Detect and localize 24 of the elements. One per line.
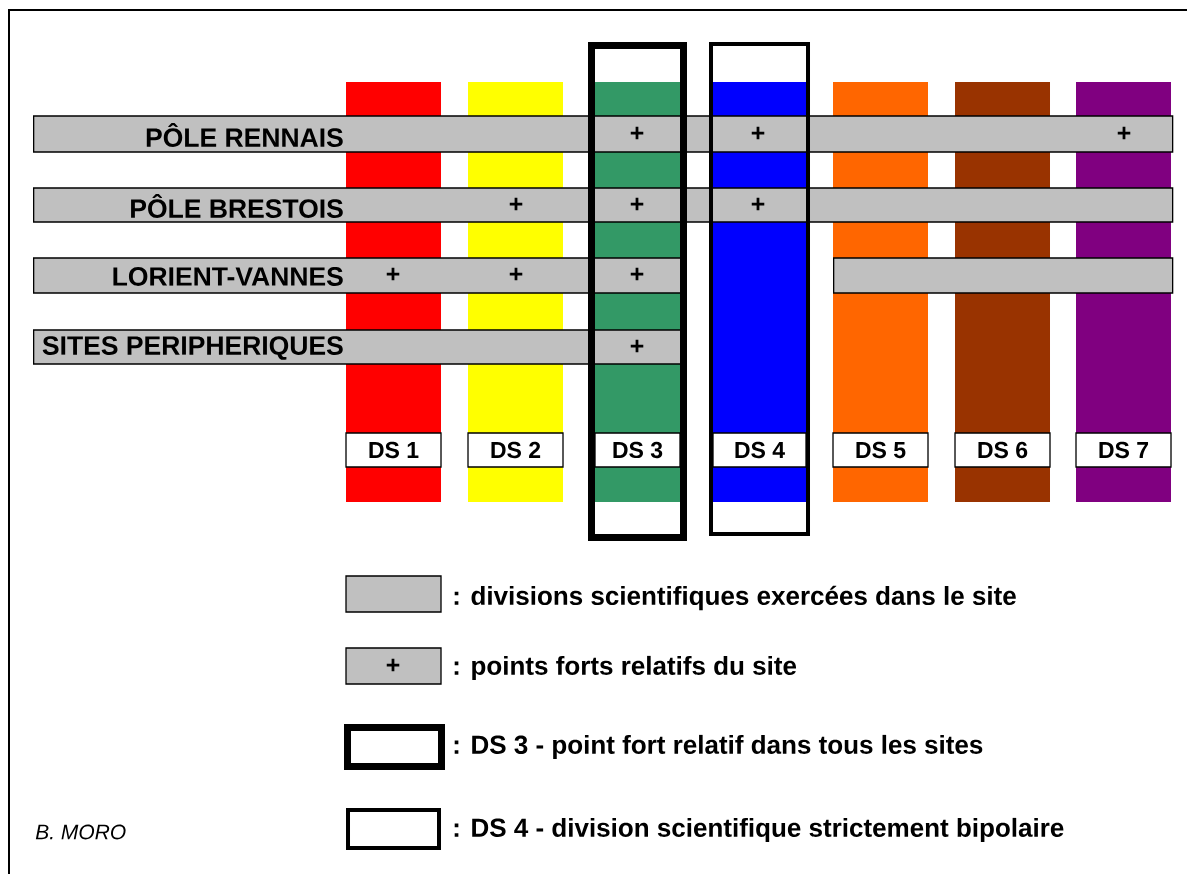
author-name: B. MORO <box>35 824 126 840</box>
plus-sign: + <box>386 658 400 672</box>
legend-text: : DS 4 - division scientifique strictement bipolaire <box>454 817 1064 843</box>
division-label-box: DS 6 <box>954 432 1051 468</box>
legend-text: : points forts relatifs du site <box>454 655 797 681</box>
plus-sign: + <box>630 339 644 353</box>
division-label-box: DS 5 <box>832 432 929 468</box>
legend-text: : DS 3 - point fort relatif dans tous les sites <box>454 734 983 760</box>
division-label-box: DS 1 <box>345 432 442 468</box>
division-label-box: DS 2 <box>467 432 564 468</box>
plus-sign: + <box>630 267 644 281</box>
plus-sign: + <box>751 126 765 140</box>
plus-sign: + <box>751 197 765 211</box>
plus-sign: + <box>1117 126 1131 140</box>
plus-sign: + <box>386 267 400 281</box>
site-band <box>833 257 1174 294</box>
division-label-box: DS 4 <box>712 432 807 468</box>
plus-sign: + <box>509 267 523 281</box>
division-label-box: DS 3 <box>594 432 681 468</box>
plus-sign: + <box>630 126 644 140</box>
division-label-box: DS 7 <box>1075 432 1172 468</box>
plus-sign: + <box>630 197 644 211</box>
legend-text: : divisions scientifiques exercées dans le site <box>454 585 1016 611</box>
plus-sign: + <box>509 197 523 211</box>
